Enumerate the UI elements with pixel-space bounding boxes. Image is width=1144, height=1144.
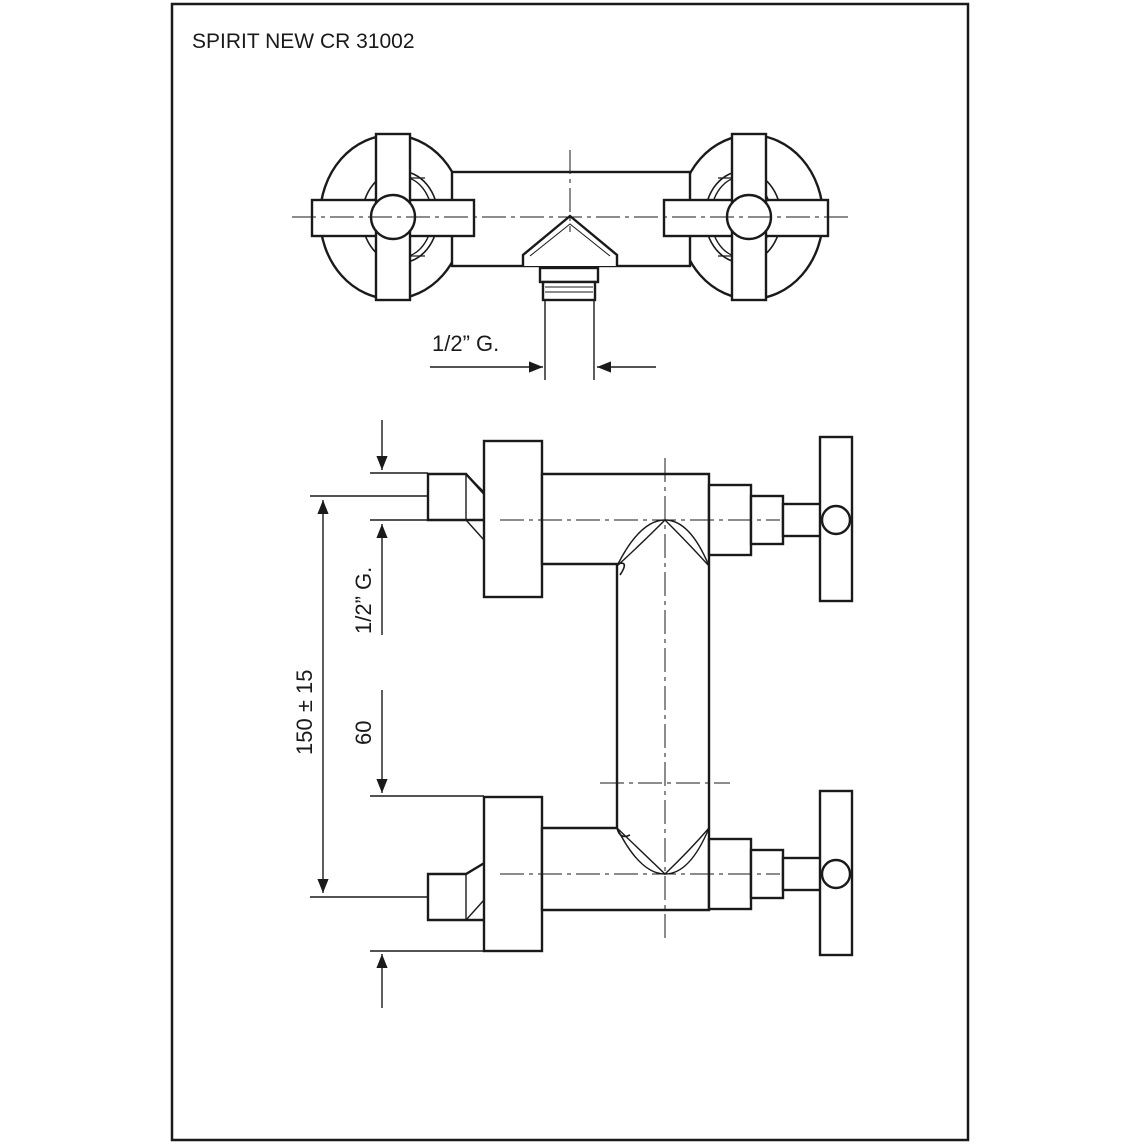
top-view: [292, 132, 852, 380]
center-distance-dimension: [310, 495, 428, 898]
offset-dimension: [370, 690, 484, 1008]
sheet-frame: [170, 2, 970, 1142]
spout-cone: [521, 214, 619, 266]
offset-label: 60: [351, 721, 376, 745]
upper-handle-side: [818, 435, 854, 603]
outlet-nozzle: [538, 266, 600, 284]
outlet-thread-dimension: [430, 300, 656, 380]
inlet-thread-label: 1/2” G.: [351, 567, 376, 634]
drawing-title: SPIRIT NEW CR 31002: [192, 30, 415, 53]
lower-inlet-union: [426, 795, 544, 953]
side-view: [310, 420, 854, 1008]
center-distance-label: 150 ± 15: [292, 670, 317, 755]
lower-handle-side: [818, 789, 854, 957]
lower-valve-stem: [707, 837, 823, 911]
outlet-thread-label: 1/2” G.: [432, 331, 499, 356]
side-center-lines: [500, 458, 780, 942]
inlet-thread-dimension: [370, 420, 428, 635]
upper-valve-stem: [707, 483, 823, 557]
upper-inlet-union: [426, 439, 544, 599]
top-center-lines: [292, 150, 852, 232]
mixer-body-side: [540, 472, 711, 912]
